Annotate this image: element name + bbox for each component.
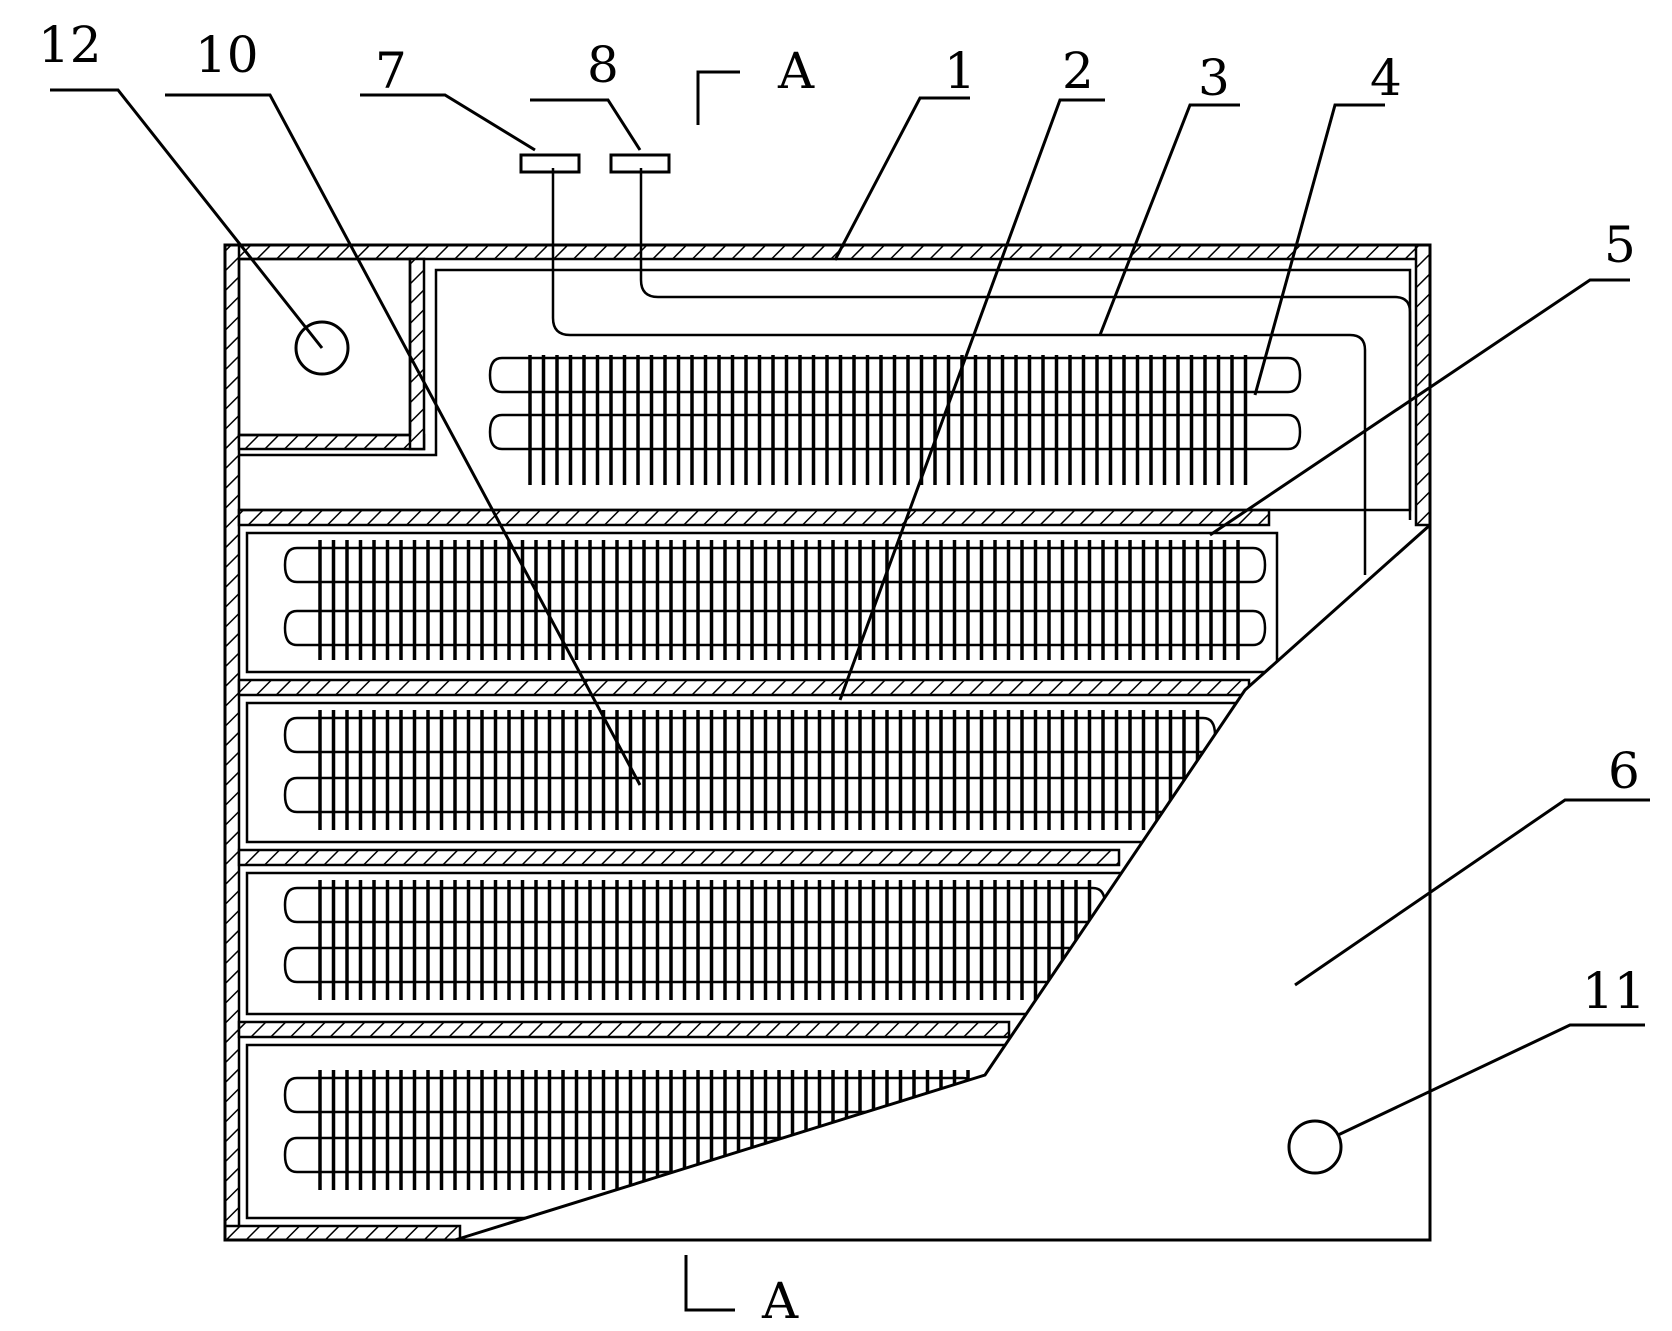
coil-tube-1-0 (283, 546, 1267, 584)
label-3: 3 (1198, 49, 1230, 107)
reference-numerals: 12 10 7 8 1 2 3 4 5 6 11 (38, 16, 1646, 1020)
port-12-circle (294, 320, 350, 376)
label-1: 1 (944, 42, 976, 100)
label-6: 6 (1608, 742, 1640, 800)
label-2: 2 (1062, 42, 1094, 100)
leader-lines (50, 88, 1650, 1137)
corner-chamber (237, 257, 426, 451)
connector-8 (609, 153, 671, 174)
section-markers: A A (684, 42, 815, 1330)
cover-plate (454, 523, 1432, 1242)
inlet-pipes (519, 153, 1412, 575)
port-11-circle (1287, 1119, 1343, 1175)
connector-7 (519, 153, 581, 174)
coil-tube-0-1 (488, 413, 1302, 451)
coil-tube-0-0 (488, 356, 1302, 394)
label-4: 4 (1370, 49, 1402, 107)
label-8: 8 (587, 36, 619, 94)
coil-tube-1-1 (283, 609, 1267, 647)
label-5: 5 (1604, 216, 1636, 274)
section-label-top: A (777, 42, 815, 100)
label-10: 10 (195, 26, 259, 84)
channel-outline-top (239, 268, 1412, 512)
label-11: 11 (1582, 962, 1646, 1020)
label-12: 12 (38, 16, 102, 74)
finned-coils (239, 268, 1412, 1220)
label-7: 7 (375, 42, 407, 100)
section-label-bottom: A (761, 1272, 799, 1330)
baffles (237, 508, 1271, 1039)
channel-outline-0 (245, 531, 1279, 674)
